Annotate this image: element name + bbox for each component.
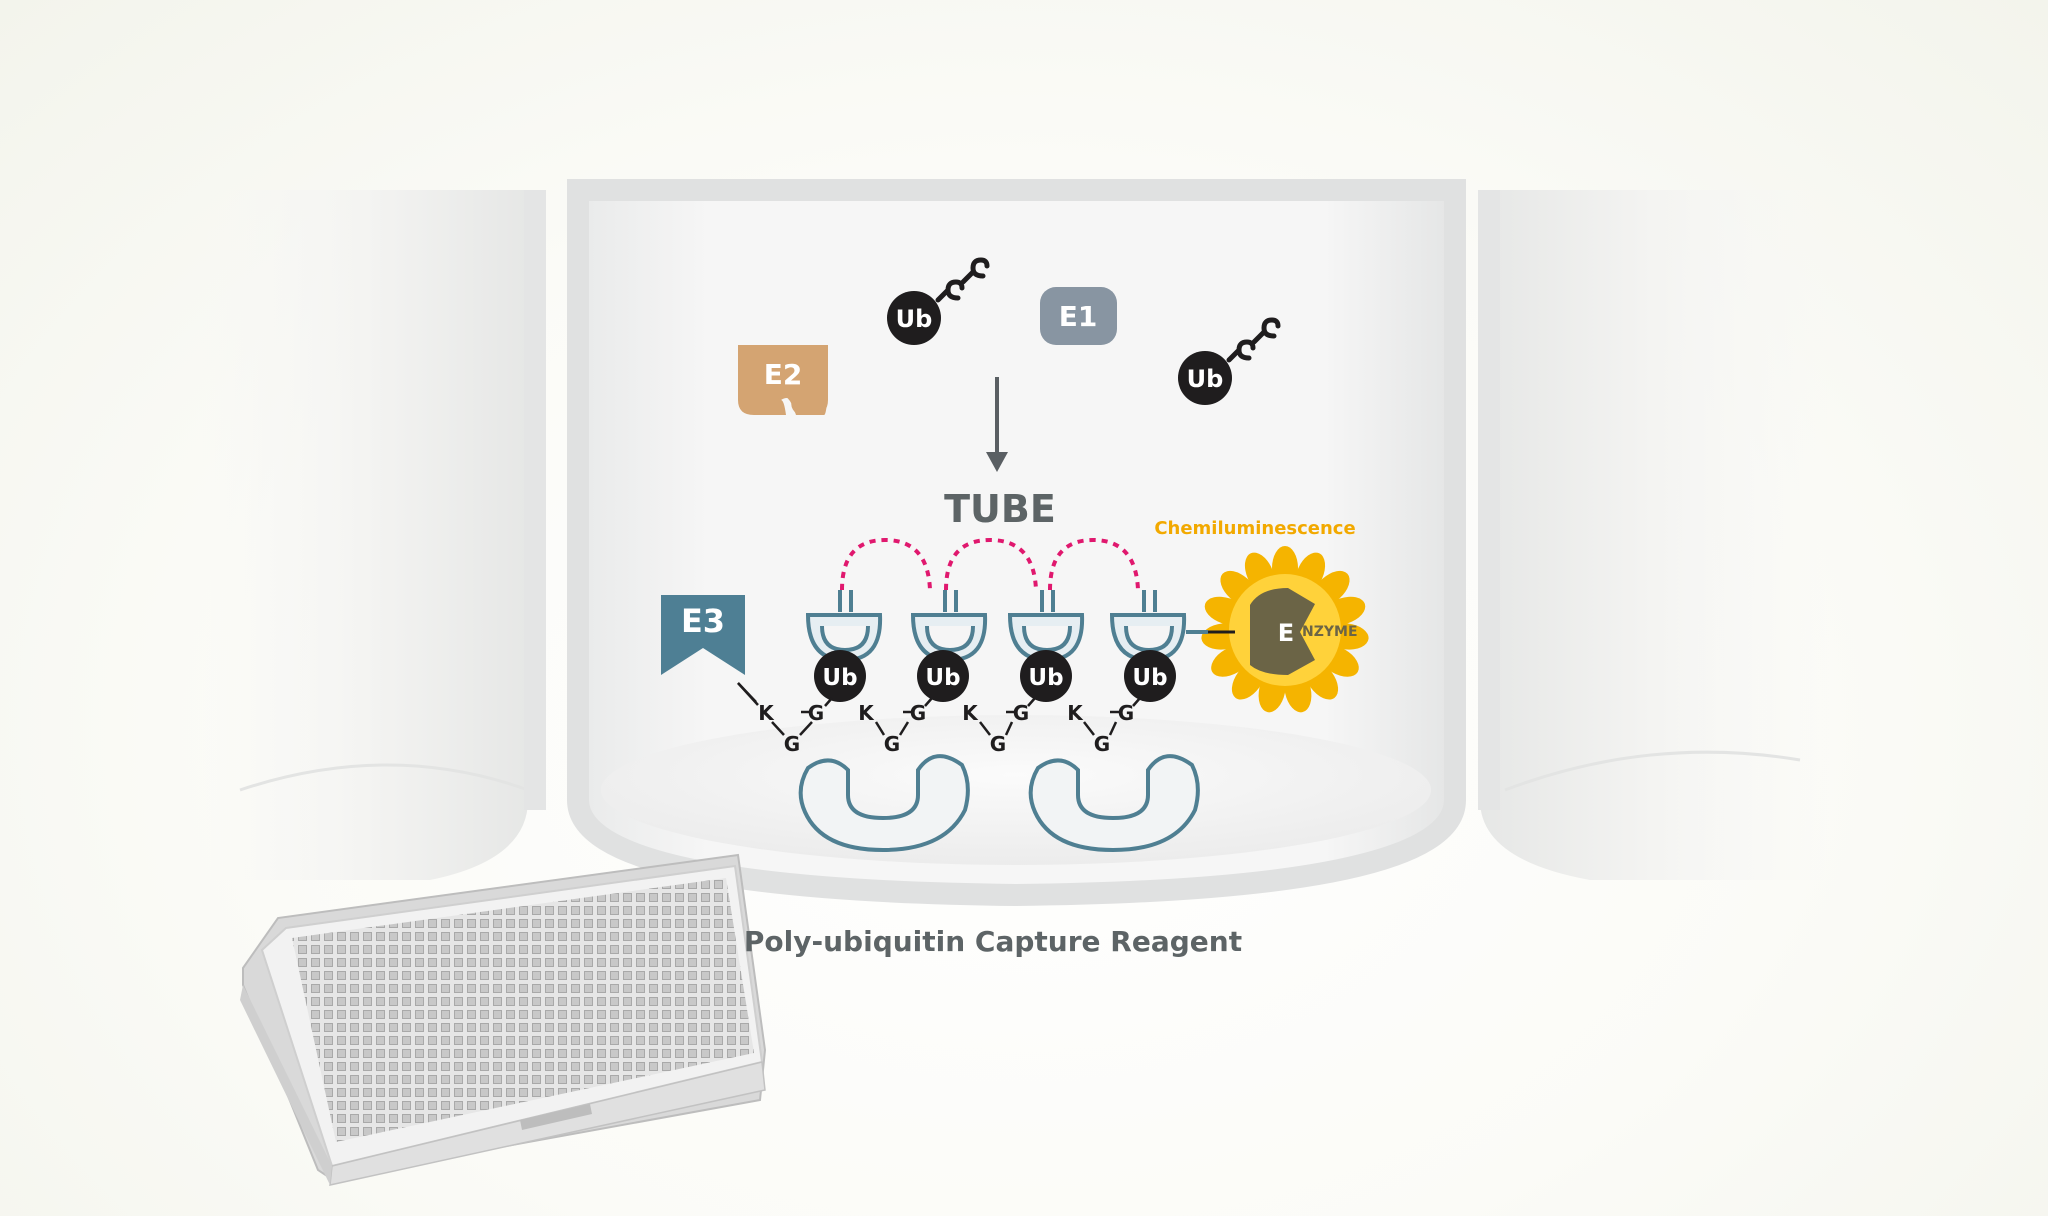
ub-label: Ub (1187, 365, 1224, 393)
glycine-label: G (910, 701, 926, 725)
caption: Poly-ubiquitin Capture Reagent (744, 925, 1242, 958)
enzyme-icon: E (1250, 588, 1315, 675)
glycine-label: G (990, 732, 1006, 756)
lysine-label: K (758, 701, 775, 725)
free-ubiquitin-1: Ub (887, 257, 990, 345)
lysine-label: K (962, 701, 979, 725)
ub-label: Ub (925, 665, 960, 691)
free-ubiquitin-2: Ub (1178, 317, 1281, 405)
glycine-label: G (784, 732, 800, 756)
horseshoe-2 (1028, 754, 1200, 853)
ub-label: Ub (822, 665, 857, 691)
horseshoe-1 (798, 754, 970, 853)
enzyme-label: NZYME (1302, 624, 1358, 640)
tube-binding-domains (805, 590, 1208, 663)
e2-label: E2 (764, 358, 803, 391)
bound-ub-2: Ub (917, 650, 969, 702)
binding-cup-1 (805, 590, 883, 663)
e2-enzyme: E2 (738, 345, 828, 415)
tube-label: TUBE (944, 487, 1056, 531)
ub-label: Ub (1028, 665, 1063, 691)
bound-ub-1: Ub (814, 650, 866, 702)
gg-tail-icon (935, 257, 990, 303)
gg-tail-icon (1226, 317, 1281, 363)
bound-ub-4: Ub (1124, 650, 1176, 702)
chemiluminescence-label: Chemiluminescence (1154, 518, 1355, 539)
tube-linkers (840, 537, 1140, 591)
binding-cup-2 (910, 590, 988, 663)
glycine-label: G (1118, 701, 1134, 725)
main-well (567, 179, 1466, 907)
glycine-label: G (884, 732, 900, 756)
capture-horseshoes (798, 754, 1200, 853)
lysine-label: K (858, 701, 875, 725)
bound-ubiquitins: Ub Ub Ub Ub (814, 650, 1176, 702)
e3-ligase: E3 (661, 595, 745, 675)
left-well (200, 190, 546, 880)
microplate-icon (240, 853, 767, 1186)
lysine-label: K (1067, 701, 1084, 725)
e1-label: E1 (1059, 300, 1098, 333)
e3-label: E3 (681, 602, 725, 640)
e3-chain-link (737, 682, 759, 706)
bound-ub-3: Ub (1020, 650, 1072, 702)
ub-label: Ub (1132, 665, 1167, 691)
ub-label: Ub (896, 305, 933, 333)
down-arrow-icon (986, 377, 1008, 472)
e1-enzyme: E1 (1040, 287, 1117, 345)
chain-residue-labels: K G G K G G K G G K G G (758, 701, 1134, 756)
binding-cup-3 (1007, 590, 1085, 663)
glycine-label: G (1013, 701, 1029, 725)
glycine-label: G (808, 701, 824, 725)
polyubiquitin-chain (737, 682, 1141, 736)
enzyme-letter: E (1278, 619, 1294, 647)
well-floor (601, 715, 1431, 865)
glycine-label: G (1094, 732, 1110, 756)
right-well (1478, 190, 1830, 880)
